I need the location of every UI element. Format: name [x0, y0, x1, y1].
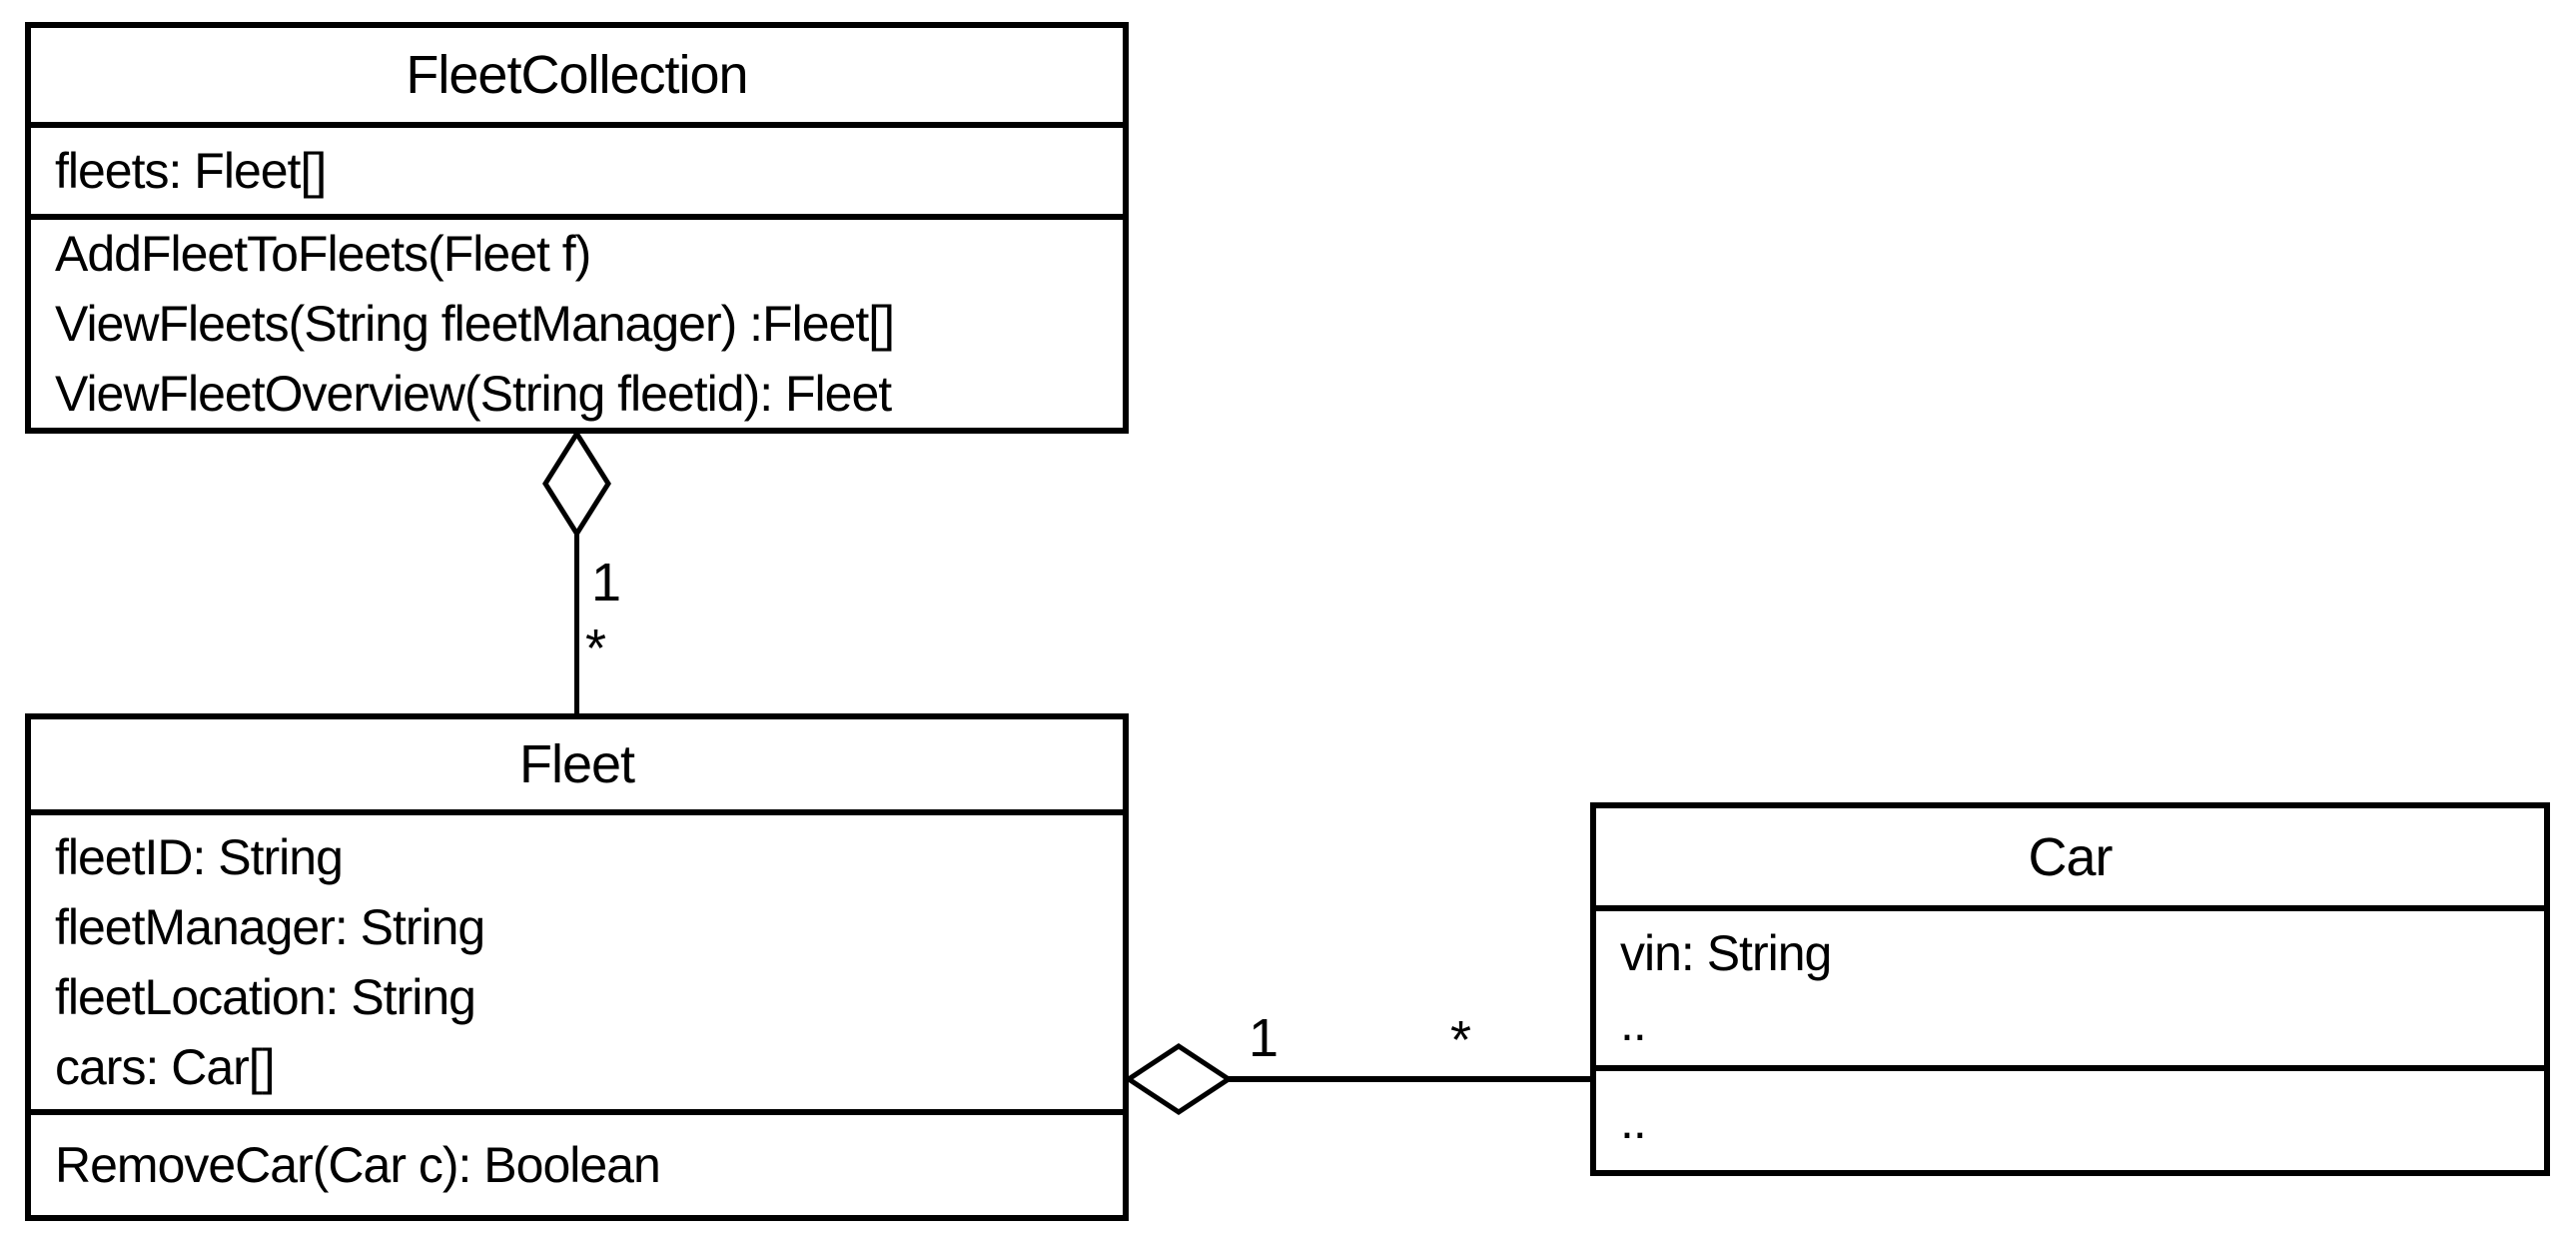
methods-compartment-car: .. [1596, 1071, 2544, 1170]
attributes-compartment-car: vin: String .. [1596, 911, 2544, 1071]
class-title-fleet: Fleet [31, 719, 1123, 815]
aggregation-diamond-icon-fleetcollection [542, 429, 611, 539]
class-box-car: Car vin: String .. .. [1590, 802, 2550, 1176]
method: ViewFleetOverview(String fleetid): Fleet [55, 366, 892, 422]
attribute: cars: Car[] [55, 1039, 276, 1095]
attribute: fleets: Fleet[] [55, 143, 327, 199]
attribute: vin: String [1620, 925, 1832, 981]
aggregation-diamond-icon-fleet [1124, 1043, 1234, 1115]
attribute: .. [1620, 995, 1647, 1051]
class-title-car: Car [1596, 808, 2544, 911]
attributes-compartment-fleet: fleetID: String fleetManager: String fle… [31, 815, 1123, 1115]
attribute: fleetLocation: String [55, 969, 476, 1025]
method: .. [1620, 1092, 1647, 1149]
class-title-fleetcollection: FleetCollection [31, 28, 1123, 128]
attributes-compartment-fleetcollection: fleets: Fleet[] [31, 128, 1123, 220]
multiplicity-label-fleet-side: * [585, 619, 607, 678]
method: ViewFleets(String fleetManager) :Fleet[] [55, 296, 895, 352]
attribute: fleetManager: String [55, 899, 485, 955]
class-box-fleet: Fleet fleetID: String fleetManager: Stri… [25, 713, 1129, 1221]
class-box-fleetcollection: FleetCollection fleets: Fleet[] AddFleet… [25, 22, 1129, 434]
multiplicity-label-fleetcollection-side: 1 [591, 553, 622, 613]
methods-compartment-fleet: RemoveCar(Car c): Boolean [31, 1115, 1123, 1215]
method: AddFleetToFleets(Fleet f) [55, 226, 591, 282]
methods-compartment-fleetcollection: AddFleetToFleets(Fleet f) ViewFleets(Str… [31, 220, 1123, 428]
method: RemoveCar(Car c): Boolean [55, 1137, 661, 1193]
multiplicity-label-fleet-whole-side: 1 [1249, 1008, 1280, 1068]
attribute: fleetID: String [55, 829, 344, 885]
multiplicity-label-car-side: * [1450, 1010, 1472, 1070]
